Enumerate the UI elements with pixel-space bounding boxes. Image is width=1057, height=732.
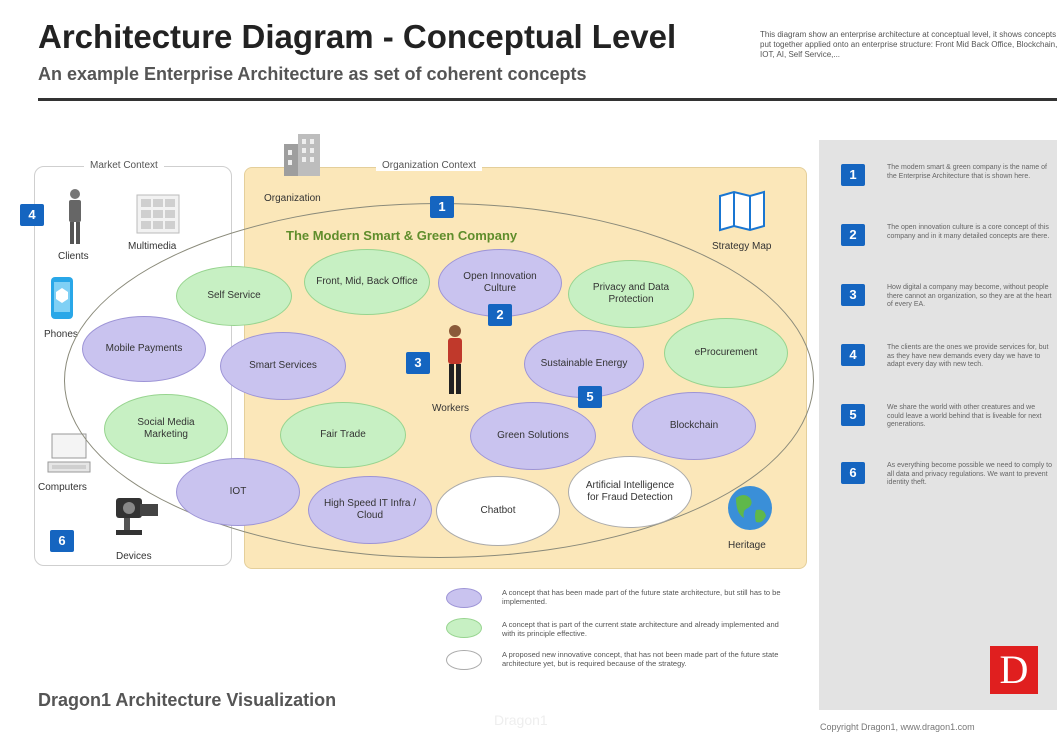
- concept-open-innovation-culture[interactable]: Open Innovation Culture: [438, 249, 562, 317]
- note-badge-3: 3: [841, 284, 865, 306]
- legend-green-swatch: [446, 618, 482, 638]
- page-subtitle: An example Enterprise Architecture as se…: [38, 64, 587, 84]
- badge-5: 5: [578, 386, 602, 408]
- phone-icon: [50, 276, 74, 325]
- dragon1-logo[interactable]: D: [990, 646, 1038, 694]
- concept-eprocurement[interactable]: eProcurement: [664, 318, 788, 388]
- devices-icon: [110, 488, 162, 543]
- note-text-3: How digital a company may become, withou…: [887, 284, 1052, 308]
- footer-title: Dragon1 Architecture Visualization: [38, 690, 337, 710]
- strategy-map-label: Strategy Map: [712, 241, 772, 252]
- note-badge-1: 1: [841, 164, 865, 186]
- building-icon: [280, 130, 324, 183]
- concept-smart-services[interactable]: Smart Services: [220, 332, 346, 400]
- legend-purple-swatch: [446, 588, 482, 608]
- concept-mobile-payments[interactable]: Mobile Payments: [82, 316, 206, 382]
- concept-high-speed-it-infra-cloud[interactable]: High Speed IT Infra / Cloud: [308, 476, 432, 544]
- concept-blockchain[interactable]: Blockchain: [632, 392, 756, 460]
- multimedia-label: Multimedia: [128, 241, 177, 252]
- multimedia-icon: [136, 194, 180, 239]
- note-badge-2: 2: [841, 224, 865, 246]
- concept-iot[interactable]: IOT: [176, 458, 300, 526]
- strategy-map-icon: [718, 190, 766, 237]
- legend-text-purple: A concept that has been made part of the…: [502, 588, 781, 606]
- badge-4: 4: [20, 204, 44, 226]
- market-context-title: Market Context: [84, 160, 164, 171]
- note-text-1: The modern smart & green company is the …: [887, 164, 1047, 180]
- legend-text-green: A concept that is part of the current st…: [502, 620, 779, 638]
- badge-3: 3: [406, 352, 430, 374]
- note-badge-6: 6: [841, 462, 865, 484]
- note-badge-5: 5: [841, 404, 865, 426]
- organization-label: Organization: [264, 193, 321, 204]
- badge-1: 1: [430, 196, 454, 218]
- computer-icon: [46, 432, 92, 481]
- computers-label: Computers: [38, 482, 87, 493]
- globe-icon: [726, 484, 774, 537]
- copyright: Copyright Dragon1, www.dragon1.com: [820, 722, 975, 732]
- concept-privacy-data-protection[interactable]: Privacy and Data Protection: [568, 260, 694, 328]
- devices-label: Devices: [116, 551, 152, 562]
- worker-person-icon: [444, 324, 466, 401]
- concept-ai-fraud-detection[interactable]: Artificial Intelligence for Fraud Detect…: [568, 456, 692, 528]
- page-title: Architecture Diagram - Conceptual Level: [38, 18, 677, 55]
- header-divider: [38, 98, 1057, 101]
- phones-label: Phones: [44, 329, 78, 340]
- note-badge-4: 4: [841, 344, 865, 366]
- note-text-4: The clients are the ones we provide serv…: [887, 344, 1049, 368]
- legend: A concept that has been made part of the…: [446, 586, 806, 686]
- badge-2: 2: [488, 304, 512, 326]
- legend-text-white: A proposed new innovative concept, that …: [502, 650, 779, 668]
- concept-social-media-marketing[interactable]: Social Media Marketing: [104, 394, 228, 464]
- concept-self-service[interactable]: Self Service: [176, 266, 292, 326]
- concept-front-mid-back-office[interactable]: Front, Mid, Back Office: [304, 249, 430, 315]
- client-person-icon: [64, 188, 86, 251]
- company-name: The Modern Smart & Green Company: [286, 228, 518, 243]
- watermark: Dragon1: [494, 712, 548, 728]
- concept-chatbot[interactable]: Chatbot: [436, 476, 560, 546]
- heritage-label: Heritage: [728, 540, 766, 551]
- header-description: This diagram show an enterprise architec…: [760, 30, 1057, 59]
- note-text-2: The open innovation culture is a core co…: [887, 224, 1050, 240]
- workers-label: Workers: [432, 403, 470, 414]
- note-text-5: We share the world with other creatures …: [887, 404, 1042, 428]
- note-text-6: As everything become possible we need to…: [887, 462, 1052, 486]
- badge-6: 6: [50, 530, 74, 552]
- clients-label: Clients: [58, 251, 89, 262]
- legend-white-swatch: [446, 650, 482, 670]
- organization-context-title: Organization Context: [376, 160, 482, 171]
- notes-side-panel: 1 The modern smart & green company is th…: [819, 140, 1057, 710]
- concept-green-solutions[interactable]: Green Solutions: [470, 402, 596, 470]
- concept-fair-trade[interactable]: Fair Trade: [280, 402, 406, 468]
